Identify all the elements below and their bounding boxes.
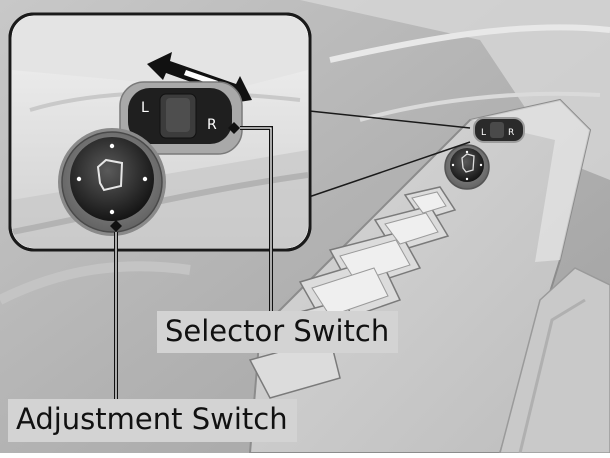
adjustment-switch-label: Adjustment Switch [8,399,297,442]
adjustment-switch[interactable] [58,128,166,236]
inset-frame [8,12,312,252]
mirror-icon [96,158,124,192]
selector-switch[interactable]: L R [119,81,243,155]
adjustment-marker-icon [110,220,122,232]
switch-right-label: R [207,117,217,133]
selector-switch-label: Selector Switch [157,311,399,353]
small-right-label: R [508,128,514,138]
small-left-label: L [481,128,486,138]
selector-marker-icon [228,122,240,134]
switch-left-label: L [141,100,149,116]
